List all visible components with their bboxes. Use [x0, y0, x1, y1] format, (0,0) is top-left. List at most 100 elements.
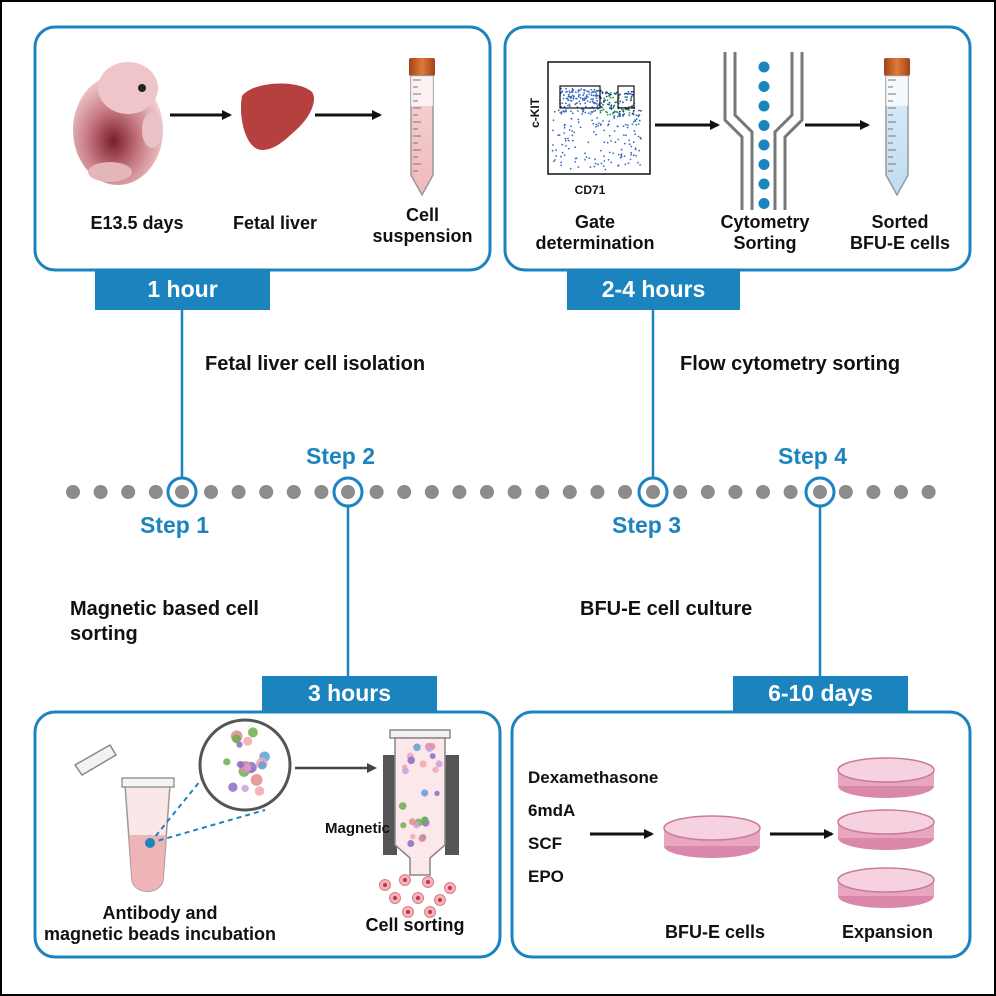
scatter-point	[637, 115, 640, 118]
scatter-point	[590, 94, 593, 97]
scatter-point	[571, 91, 573, 93]
scatter-point	[591, 119, 593, 122]
timeline-dot	[756, 485, 770, 499]
timeline-dot	[838, 485, 853, 499]
scatter-point	[554, 159, 556, 161]
sorter-droplet	[758, 61, 770, 73]
scatter-point	[612, 96, 614, 99]
timeline-dot	[148, 485, 163, 499]
zoom-cell	[231, 734, 241, 744]
sorter-droplet	[758, 100, 770, 112]
scatter-point	[566, 90, 568, 93]
scatter-point	[577, 121, 580, 124]
scatter-point	[571, 87, 574, 90]
scatter-point	[589, 101, 592, 104]
scatter-point	[628, 114, 631, 117]
scatter-point	[594, 162, 597, 165]
scatter-point	[585, 156, 588, 159]
scatter-point	[592, 110, 595, 113]
dish-bfue-image	[663, 815, 761, 858]
timeline-dot	[121, 485, 136, 499]
scatter-point	[606, 113, 609, 116]
scatter-point	[595, 97, 598, 100]
scatter-point	[624, 96, 627, 98]
scatter-point	[591, 100, 594, 102]
sorted-cell-nucleus	[448, 886, 452, 890]
scatter-point	[612, 107, 614, 109]
scatter-point	[609, 97, 612, 99]
column-cell	[408, 818, 416, 826]
scatter-point	[608, 92, 610, 95]
timeline-dot	[921, 485, 936, 499]
scatter-point	[596, 117, 598, 119]
scatter-point	[582, 110, 585, 112]
scatter-point	[582, 94, 585, 97]
step-label-4: Step 4	[778, 443, 848, 469]
scatter-point	[589, 113, 592, 115]
timeline-dot	[700, 485, 715, 499]
scatter-point	[623, 113, 625, 115]
scatter-point	[632, 141, 635, 144]
scatter-point	[597, 89, 600, 92]
scatter-point	[603, 160, 606, 162]
scatter-point	[569, 167, 572, 170]
scatter-point	[570, 110, 572, 113]
scatter-point	[601, 106, 604, 109]
scatter-point	[609, 92, 612, 94]
scatter-point	[624, 163, 627, 166]
column-cell	[435, 760, 443, 768]
timeline-dot	[259, 485, 274, 499]
scatter-point	[608, 101, 611, 104]
scatter-point	[577, 94, 580, 96]
scatter-point	[606, 99, 609, 102]
scatter-point	[558, 134, 561, 137]
scatter-point	[630, 99, 632, 102]
step-label-3: Step 3	[612, 512, 682, 538]
scatter-point	[639, 136, 642, 139]
scatter-point	[606, 141, 609, 144]
timeline-dot	[673, 485, 688, 499]
scatter-point	[639, 164, 641, 166]
scatter-point	[596, 104, 599, 107]
scatter-point	[602, 120, 604, 122]
step-label-2: Step 2	[306, 443, 376, 469]
label-ckit-axis: c-KIT	[528, 97, 543, 128]
scatter-point	[624, 142, 626, 145]
scatter-point	[600, 162, 603, 165]
column-cell	[418, 834, 426, 843]
scatter-point	[590, 91, 593, 94]
scatter-point	[635, 154, 637, 157]
scatter-point	[572, 96, 575, 99]
scatter-point	[595, 103, 598, 105]
scatter-point	[627, 108, 629, 111]
time-label-2: 2-4 hours	[601, 276, 706, 302]
scatter-point	[592, 122, 595, 125]
scatter-point	[622, 101, 624, 104]
scatter-point	[586, 96, 589, 98]
column-cell	[429, 753, 436, 760]
scatter-point	[561, 102, 564, 104]
scatter-point	[602, 165, 605, 168]
scatter-point	[595, 125, 597, 128]
scatter-point	[561, 143, 564, 146]
scatter-point	[571, 130, 573, 132]
scatter-point	[604, 92, 607, 95]
scatter-point	[613, 110, 616, 113]
scatter-point	[634, 133, 637, 136]
scatter-point	[637, 161, 639, 164]
column-cell	[434, 790, 440, 797]
scatter-point	[598, 122, 600, 125]
step-marker-3	[637, 476, 669, 508]
tube-pink-image	[409, 58, 435, 197]
sorter-droplet	[758, 159, 770, 170]
timeline-dot	[424, 485, 439, 499]
scatter-point	[597, 163, 600, 166]
scatter-point	[614, 101, 617, 104]
scatter-point	[560, 91, 563, 94]
zoom-cell	[243, 736, 253, 746]
scatter-point	[586, 90, 588, 93]
zoom-cell	[236, 760, 244, 769]
scatter-point	[562, 97, 565, 100]
timeline-dot	[369, 485, 384, 499]
column-cell	[400, 822, 407, 829]
